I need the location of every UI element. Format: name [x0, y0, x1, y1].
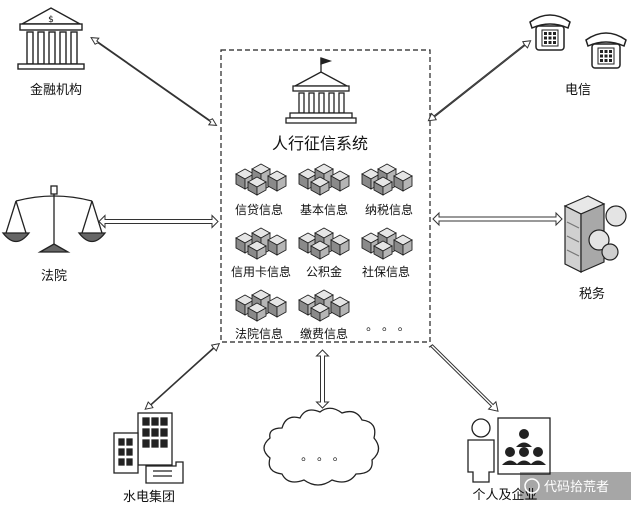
arrow-utility — [144, 342, 221, 410]
cloud-icon — [263, 407, 380, 486]
arrow-court — [98, 214, 219, 229]
tax-server-icon — [563, 195, 627, 273]
scales-of-justice-icon — [1, 185, 107, 253]
bank-building-icon — [285, 57, 357, 124]
data-cubes-icon — [361, 227, 413, 260]
category-tax-info: 纳税信息 — [365, 202, 413, 217]
arrow-cloud — [315, 349, 330, 409]
node-label-utility: 水电集团 — [123, 489, 175, 505]
category-credit-loan: 信贷信息 — [235, 202, 283, 217]
arrow-telecom — [427, 40, 532, 122]
currency-symbol: $ — [48, 15, 54, 25]
credit-system-title: 人行征信系统 — [272, 134, 368, 153]
arrow-finance — [90, 37, 218, 126]
data-cubes-icon — [298, 227, 350, 260]
node-label-people: 个人及企业 — [472, 487, 537, 503]
category-social-security: 社保信息 — [362, 264, 410, 279]
arrow-people — [428, 344, 499, 412]
node-label-telecom: 电信 — [565, 83, 591, 98]
utility-building-icon — [113, 412, 184, 484]
data-cubes-icon — [235, 289, 287, 322]
category-payment-info: 缴费信息 — [300, 326, 348, 341]
bank-building-icon — [17, 7, 85, 70]
category-court-info: 法院信息 — [235, 326, 283, 341]
telephone-icon — [529, 14, 571, 51]
watermark-text: 代码拾荒者 — [544, 480, 609, 495]
arrow-tax — [432, 211, 563, 227]
category-credit-card: 信用卡信息 — [231, 264, 291, 279]
data-cubes-icon — [298, 289, 350, 322]
connection-arrows — [90, 37, 563, 412]
node-label-tax: 税务 — [579, 286, 605, 302]
credit-system-boundary — [220, 49, 431, 343]
node-label-court: 法院 — [41, 269, 67, 284]
cloud-ellipsis: 。 。 。 — [301, 449, 345, 463]
people-and-enterprise-icon — [467, 417, 551, 483]
telephone-icon — [585, 32, 627, 69]
watermark: 代码拾荒者 — [520, 472, 631, 500]
data-cubes-icon — [235, 227, 287, 260]
category-more-ellipsis: 。 。 。 — [366, 319, 410, 333]
category-basic-info: 基本信息 — [300, 202, 348, 217]
data-cubes-icon — [298, 163, 350, 196]
data-cubes-icon — [235, 163, 287, 196]
data-cubes-icon — [361, 163, 413, 196]
category-housing-fund: 公积金 — [306, 264, 342, 279]
node-label-finance: 金融机构 — [30, 82, 82, 98]
